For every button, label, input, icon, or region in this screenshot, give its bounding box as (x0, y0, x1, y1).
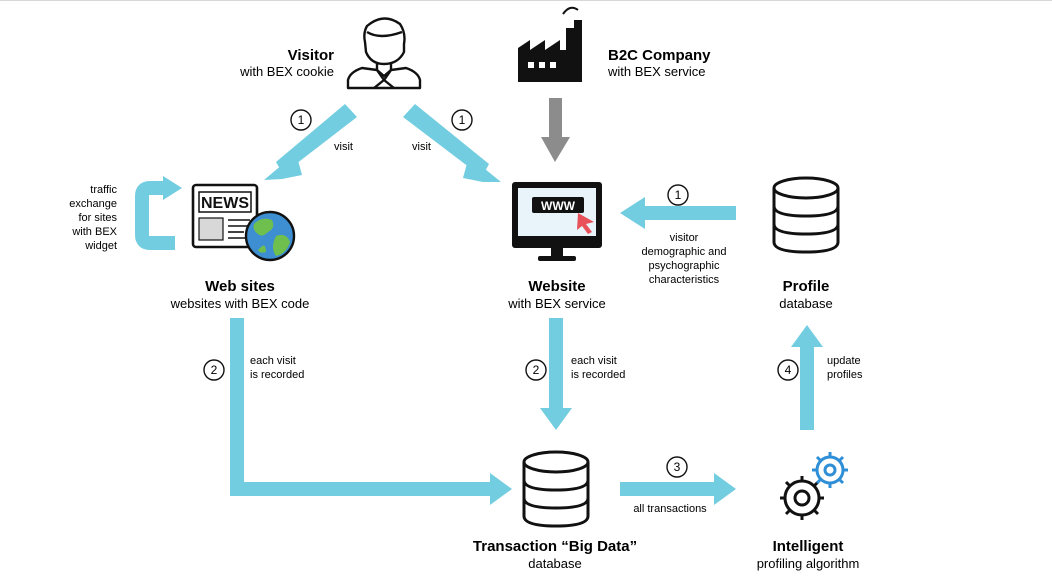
arrow-traffic-exchange-loop (135, 176, 182, 250)
step-badge: 3 (666, 456, 688, 478)
bigdata-title: Transaction “Big Data” (473, 538, 637, 555)
step-badge: 1 (451, 109, 473, 131)
arrow-websites-to-bigdata (230, 318, 512, 505)
edge-label-visit-right: visit (412, 141, 431, 153)
monitor-icon: WWW (512, 182, 602, 261)
arrow-visitor-to-website (403, 104, 501, 182)
step-number: 1 (459, 113, 466, 127)
b2c-subtitle: with BEX service (607, 64, 706, 79)
edge-label-line: each visit (250, 355, 296, 367)
arrow-b2c-to-website (541, 98, 570, 162)
edge-label-line: characteristics (649, 274, 720, 286)
www-label: WWW (541, 199, 576, 213)
side-note-line: for sites (78, 212, 117, 224)
side-note-line: traffic (90, 184, 117, 196)
edge-label-line: profiles (827, 369, 863, 381)
step-badge: 2 (203, 359, 225, 381)
factory-icon (518, 6, 582, 82)
edge-label-all-transactions: all transactions (633, 503, 707, 515)
edge-label-line: each visit (571, 355, 617, 367)
website-title: Website (528, 278, 585, 295)
step-number: 3 (674, 460, 681, 474)
arrow-profile-to-website (620, 197, 736, 229)
edge-label-line: visitor (670, 232, 699, 244)
algorithm-subtitle: profiling algorithm (757, 556, 860, 571)
traffic-exchange-note: traffic exchange for sites with BEX widg… (69, 184, 117, 252)
profile-subtitle: database (779, 296, 833, 311)
arrow-website-to-bigdata (540, 318, 572, 430)
profile-database-icon (772, 176, 840, 254)
side-note-line: with BEX (71, 226, 117, 238)
edge-label-visit-left: visit (334, 141, 353, 153)
step-number: 1 (675, 188, 682, 202)
arrow-bigdata-to-algorithm (620, 473, 736, 505)
side-note-line: widget (84, 240, 117, 252)
news-label: NEWS (201, 195, 249, 212)
visitor-title: Visitor (288, 47, 335, 64)
profile-title: Profile (783, 278, 830, 295)
step-badge: 2 (525, 359, 547, 381)
globe-icon (244, 210, 296, 262)
website-subtitle: with BEX service (507, 296, 606, 311)
side-note-line: exchange (69, 198, 117, 210)
step-number: 4 (785, 363, 792, 377)
bigdata-subtitle: database (528, 556, 582, 571)
gears-icon (780, 452, 848, 520)
step-number: 2 (533, 363, 540, 377)
edge-label-line: is recorded (250, 369, 304, 381)
arrow-visitor-to-websites (264, 104, 357, 180)
edge-label-line: demographic and (641, 246, 726, 258)
step-badge: 1 (290, 109, 312, 131)
websites-title: Web sites (205, 278, 275, 295)
step-badge: 4 (777, 359, 799, 381)
step-badge: 1 (667, 184, 689, 206)
bigdata-database-icon (522, 450, 590, 528)
edge-label-line: update (827, 355, 861, 367)
visitor-subtitle: with BEX cookie (239, 64, 334, 79)
websites-subtitle: websites with BEX code (170, 296, 310, 311)
edge-label-line: is recorded (571, 369, 625, 381)
top-divider (0, 0, 1052, 1)
person-icon (346, 17, 422, 90)
step-number: 2 (211, 363, 218, 377)
edge-label-line: psychographic (649, 260, 720, 272)
arrow-algorithm-to-profile (791, 325, 823, 430)
step-number: 1 (298, 113, 305, 127)
algorithm-title: Intelligent (773, 538, 844, 555)
edge-label-characteristics: visitor demographic and psychographic ch… (641, 232, 726, 286)
b2c-title: B2C Company (608, 47, 711, 64)
